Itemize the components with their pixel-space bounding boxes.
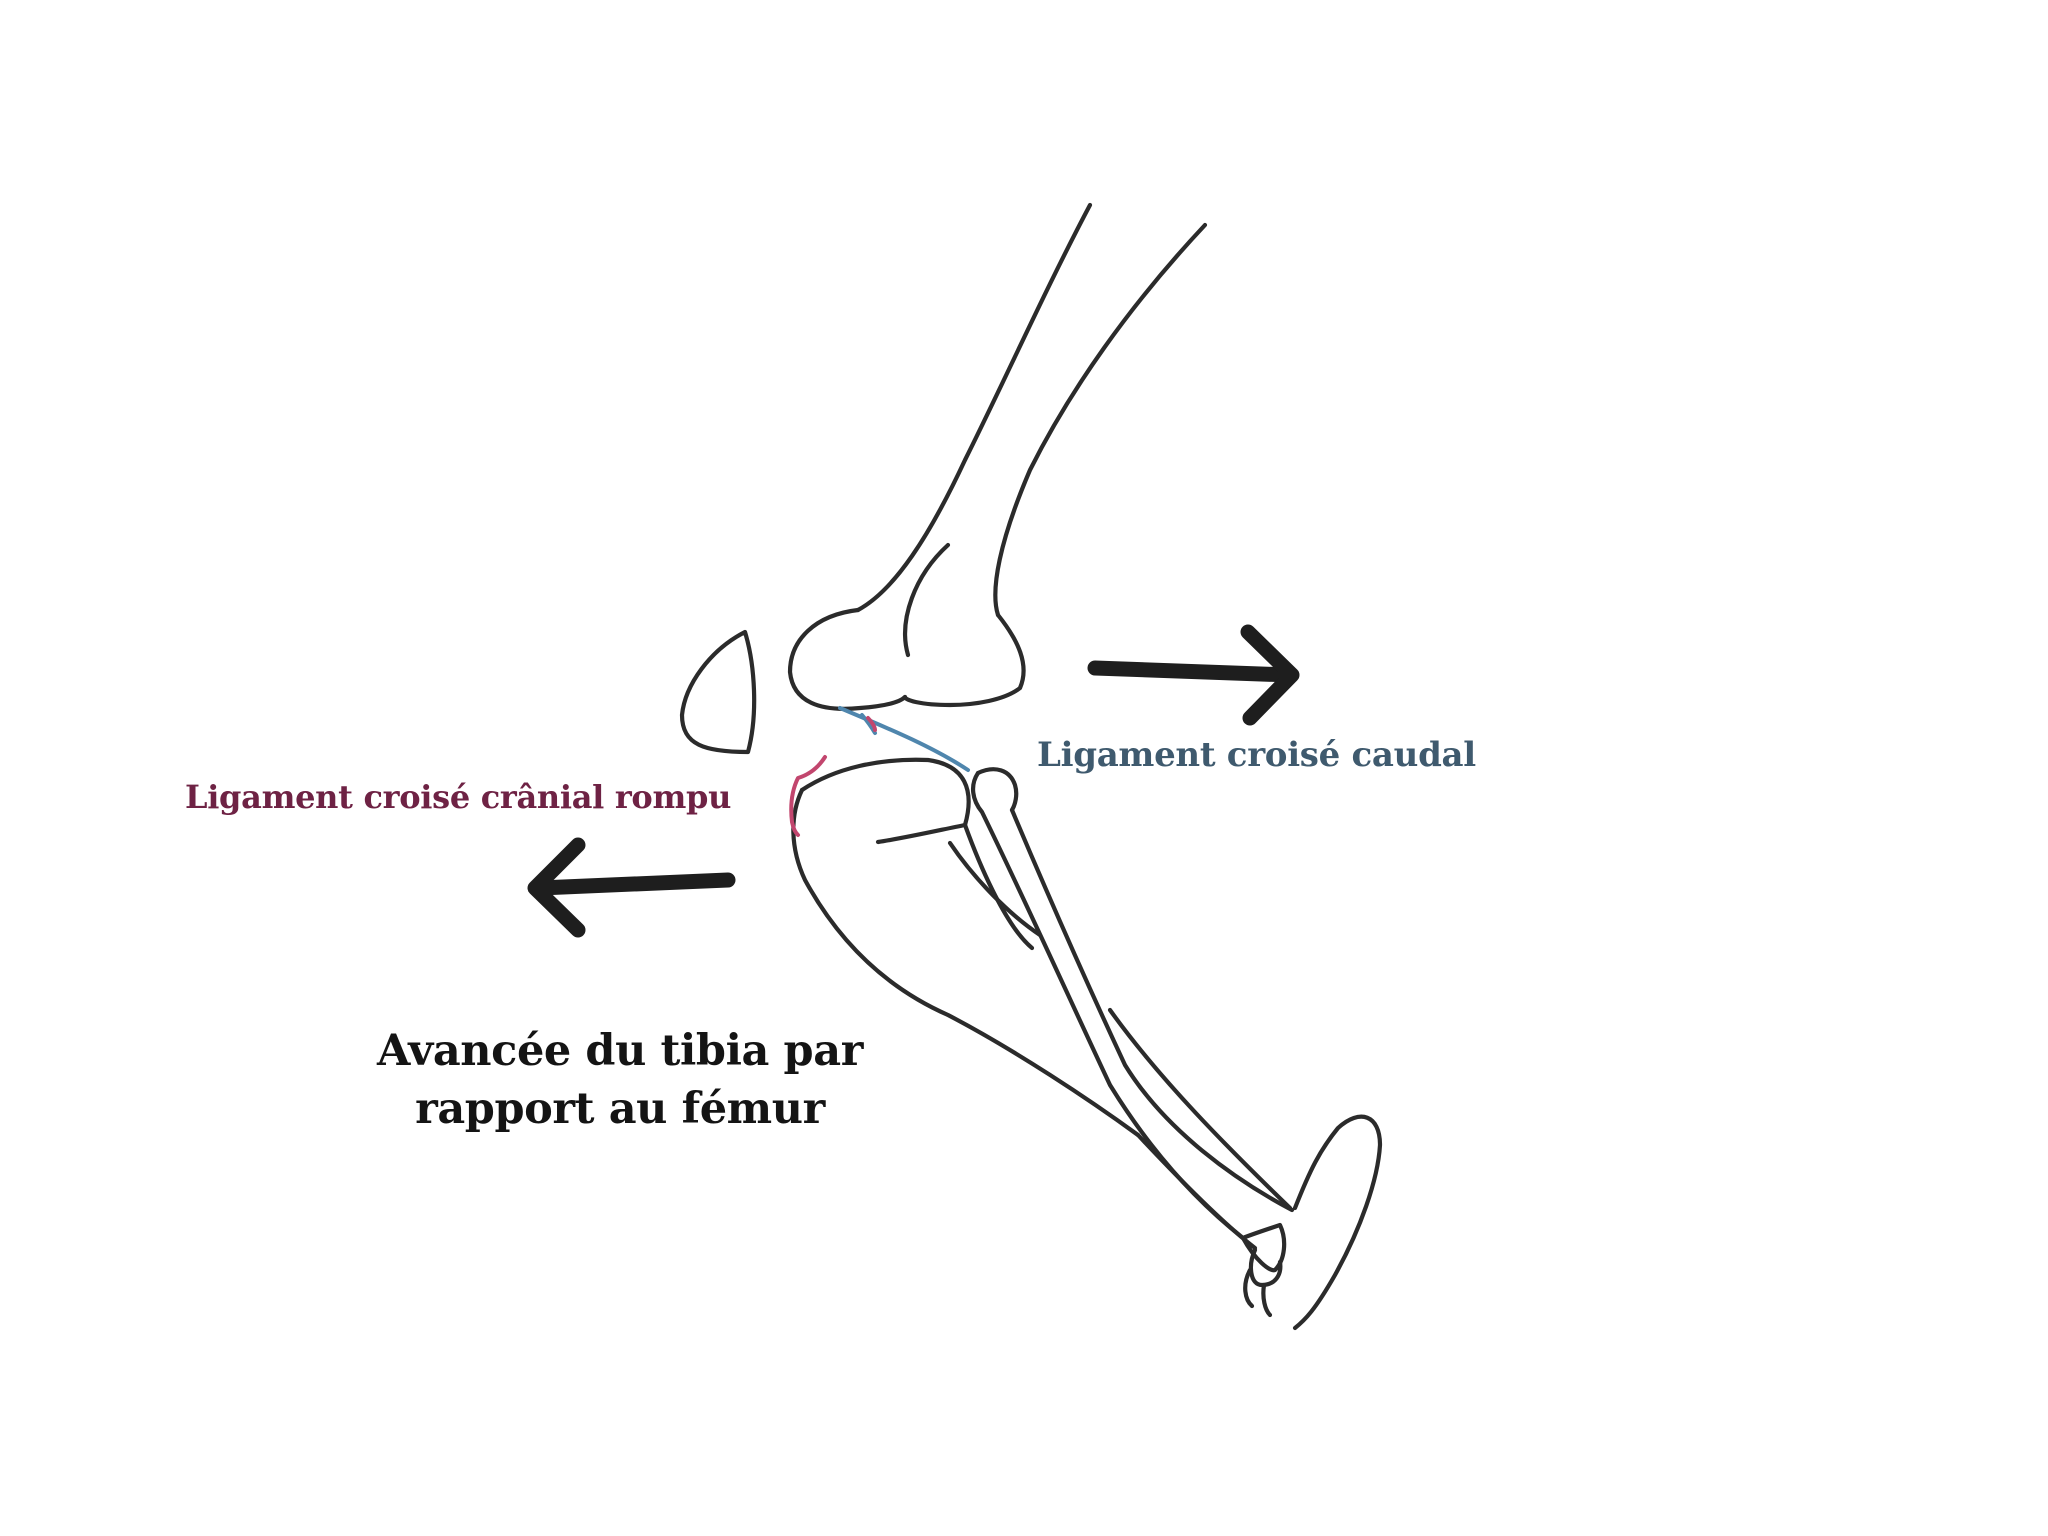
- femur-front-edge: [858, 205, 1090, 610]
- fibula-head: [978, 769, 1016, 810]
- femur-condyle-left: [790, 610, 905, 709]
- femur-back-edge: [995, 225, 1205, 615]
- femur-trochlea-line: [905, 545, 948, 655]
- patella: [682, 632, 754, 752]
- caption-line-1: Avancée du tibia par: [370, 1022, 870, 1080]
- cranial-ligament-rupture: [791, 757, 825, 835]
- tibia-plateau: [802, 760, 969, 825]
- caption: Avancée du tibia par rapport au fémur: [370, 1022, 870, 1138]
- caudal-ligament-label: Ligament croisé caudal: [1037, 735, 1476, 775]
- caption-line-2: rapport au fémur: [370, 1080, 870, 1138]
- fibula: [973, 769, 1292, 1238]
- tibia-medial-ridge: [950, 843, 1040, 935]
- paw: [1243, 1117, 1380, 1328]
- tibia: [793, 760, 1290, 1248]
- femur-condyle-right: [905, 615, 1024, 705]
- femur: [790, 205, 1205, 709]
- arrow-left-icon: [535, 845, 728, 930]
- tibia-inner-line: [878, 825, 965, 842]
- cranial-ligament-label: Ligament croisé crânial rompu: [185, 778, 731, 816]
- arrow-right-icon: [1095, 632, 1292, 718]
- fibula-front-edge: [973, 773, 1243, 1238]
- tibia-shaft-front: [1110, 1010, 1290, 1208]
- metatarsal-2: [1263, 1285, 1270, 1315]
- calcaneus: [1295, 1117, 1380, 1328]
